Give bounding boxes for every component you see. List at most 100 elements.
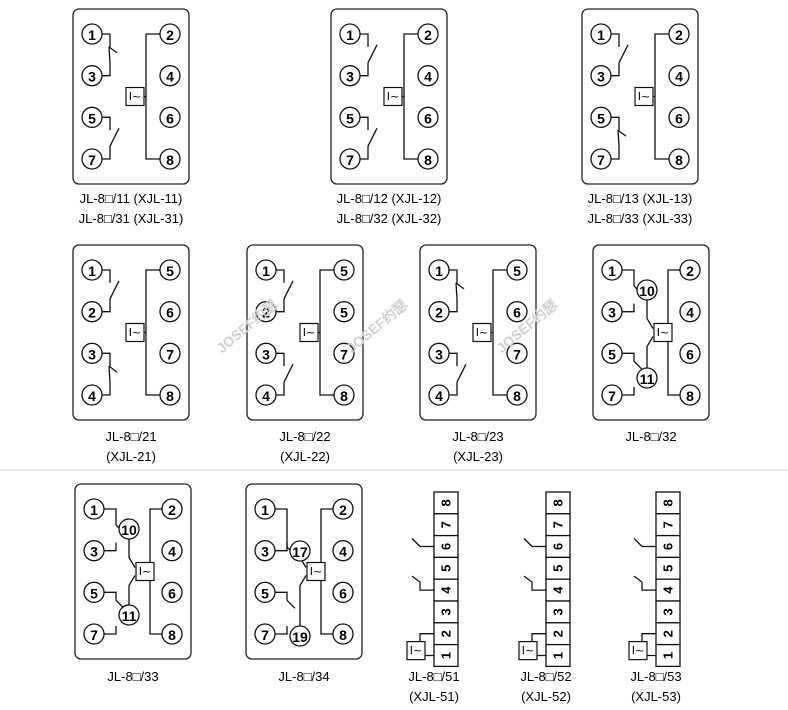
relay-contact	[411, 575, 421, 583]
pin-circle	[81, 106, 103, 128]
pin-circle	[601, 384, 623, 406]
pin-label: 8	[513, 388, 521, 404]
pin-label: 8	[340, 388, 348, 404]
pin-label: 8	[675, 152, 683, 168]
wire	[104, 508, 117, 525]
diagram-frame	[245, 483, 363, 660]
relay-contact	[109, 280, 120, 300]
pin-circle	[83, 623, 105, 645]
diagram-caption: (XJL-22)	[280, 449, 330, 464]
pin-label: 7	[90, 627, 98, 643]
relay-contact	[523, 538, 533, 547]
wire	[641, 582, 656, 591]
wire	[360, 33, 369, 47]
diagram-caption: (XJL-53)	[631, 689, 681, 704]
relay-contact	[617, 129, 627, 137]
wire	[128, 539, 136, 568]
terminal-label: 1	[439, 652, 454, 659]
wire	[275, 591, 288, 601]
pin-label: 3	[90, 544, 98, 560]
relay-contact	[109, 127, 120, 147]
coil-symbol: I~	[310, 565, 322, 578]
pin-circle	[668, 65, 690, 87]
terminal-label: 4	[551, 586, 566, 594]
pin-label: 3	[88, 69, 96, 85]
pin-circle	[161, 498, 183, 520]
pin-label: 8	[339, 627, 347, 643]
relay-contact	[108, 365, 118, 373]
wire	[611, 116, 620, 131]
diagram-caption: (XJL-52)	[521, 689, 571, 704]
diagram-caption: JL-8□/32	[625, 429, 676, 444]
wire	[449, 298, 458, 313]
pin-label: 6	[686, 346, 694, 362]
pin-circle	[668, 23, 690, 45]
pin-circle	[417, 23, 439, 45]
pin-label: 5	[608, 346, 616, 362]
pin-circle	[118, 518, 140, 540]
pin-circle	[668, 106, 690, 128]
pin-label: 2	[168, 502, 176, 518]
diagram-caption: JL-8□/34	[278, 669, 329, 684]
pin-circle	[81, 65, 103, 87]
terminal-label: 2	[661, 630, 676, 637]
relay-contact	[283, 280, 294, 300]
pin-label: 8	[166, 388, 174, 404]
coil-symbol: I~	[476, 326, 488, 339]
terminal-label: 3	[551, 608, 566, 615]
relay-contact	[108, 366, 111, 383]
pin-circle	[81, 342, 103, 364]
pin-circle	[159, 23, 181, 45]
coil-box	[125, 86, 145, 107]
diagram-caption: JL-8□/52	[520, 669, 571, 684]
coil-symbol: I~	[638, 90, 650, 103]
wire	[646, 300, 654, 329]
pin-label: 5	[166, 263, 174, 279]
wire	[104, 542, 117, 552]
pin-label: 7	[513, 346, 521, 362]
pin-label: 6	[675, 110, 683, 126]
diagram-caption: (XJL-21)	[106, 449, 156, 464]
coil-box	[306, 561, 326, 582]
pin-circle	[159, 342, 181, 364]
coil-symbol: I~	[303, 326, 315, 339]
wire	[531, 582, 546, 591]
wire	[611, 146, 620, 160]
pin-label: 6	[168, 585, 176, 601]
relay-contact	[455, 282, 458, 299]
pin-label: 3	[261, 544, 269, 560]
wire	[449, 269, 458, 283]
wire	[128, 575, 136, 605]
coil-box	[518, 640, 538, 661]
wire	[102, 382, 111, 396]
pin-circle	[83, 540, 105, 562]
pin-circle	[83, 581, 105, 603]
pin-circle	[159, 301, 181, 323]
pin-circle	[590, 106, 612, 128]
coil-symbol: I~	[522, 644, 534, 657]
terminal-label: 4	[439, 586, 454, 594]
pin-label: 6	[513, 305, 521, 321]
relay-contact	[286, 599, 296, 609]
pin-label: 4	[262, 388, 270, 404]
coil-box	[472, 322, 492, 343]
pin-circle	[668, 148, 690, 170]
diagram-caption: JL-8□/33	[107, 669, 158, 684]
wire	[611, 33, 620, 47]
terminal-label: 2	[439, 630, 454, 637]
diagram-caption: JL-8□/33 (XJL-33)	[588, 211, 693, 226]
relay-contact	[618, 44, 629, 64]
pin-circle	[255, 384, 277, 406]
diagram-frame	[74, 483, 192, 660]
diagram-caption: JL-8□/21	[105, 429, 156, 444]
pin-circle	[81, 259, 103, 281]
wire	[622, 352, 635, 362]
diagram-caption: JL-8□/22	[279, 429, 330, 444]
pin-circle	[601, 301, 623, 323]
